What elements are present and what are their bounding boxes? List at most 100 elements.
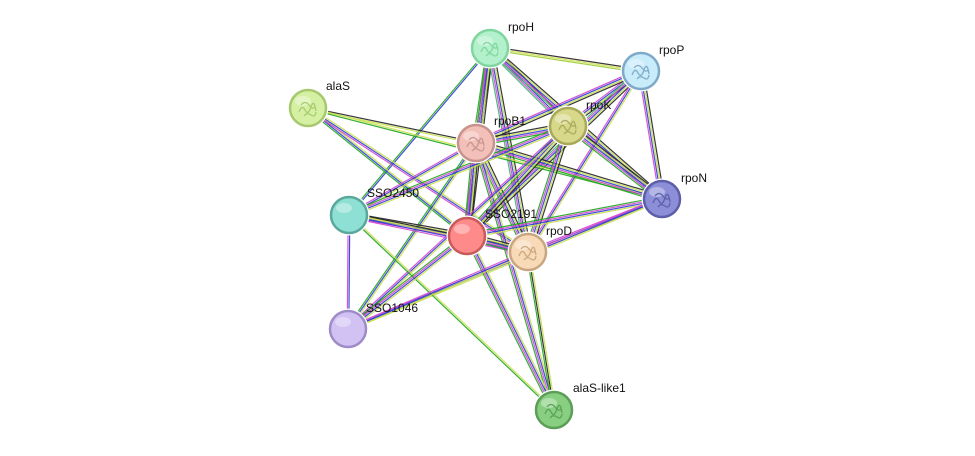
node-rpoD[interactable]: rpoD [507,224,573,273]
edge-strand [347,234,467,329]
edge-rpoP-rpoN[interactable] [638,70,665,200]
protein-structure-icon [652,192,671,208]
node-halo [446,215,488,257]
node-label: rpoK [586,98,611,112]
node-circle[interactable] [288,88,328,128]
protein-structure-icon [518,245,537,261]
edge-rpoK-rpoD[interactable] [524,124,572,254]
edge-strand [525,252,554,411]
node-gloss [335,317,351,327]
node-circle[interactable] [642,179,682,219]
edge-strand [347,141,476,215]
edge-strand [530,126,572,254]
edge-rpoD-alaS-like1[interactable] [525,251,557,411]
node-rpoK[interactable]: rpoK [547,98,612,147]
edge-strand [348,215,528,254]
edge-strand [474,143,554,411]
edge-rpoH-rpoP[interactable] [489,45,642,74]
node-halo [641,178,683,220]
node-halo [469,27,511,69]
node-SSO2191[interactable]: SSO2191 [446,207,538,257]
node-halo [547,105,589,147]
node-halo [327,308,369,350]
edge-strand [468,127,571,239]
edge-SSO2450-rpoD[interactable] [348,212,529,255]
edge-strand [349,237,469,332]
edge-strand [466,196,662,235]
node-halo [455,122,497,164]
edge-strand [348,142,477,216]
edge-strand [489,47,642,72]
edge-strand [468,234,557,410]
node-rpoH[interactable]: rpoH [469,20,535,69]
edge-SSO2191-alaS-like1[interactable] [464,234,557,412]
edge-strand [467,200,663,239]
edge-strand [641,70,664,199]
node-label: SSO1046 [366,301,418,315]
edge-strand [477,142,557,410]
edge-strand [524,124,566,252]
node-SSO2450[interactable]: SSO2450 [328,186,420,236]
node-label: rpoD [546,224,572,238]
node-rpoP[interactable]: rpoP [620,43,685,92]
edge-strand [467,126,570,238]
node-circle[interactable] [456,123,496,163]
node-label: rpoN [681,171,707,185]
edge-SSO2191-SSO1046[interactable] [346,233,469,332]
node-label: rpoH [508,20,534,34]
node-rpoN[interactable]: rpoN [641,171,708,220]
edge-strand [349,126,569,217]
edge-strand [348,143,478,331]
protein-structure-icon [544,403,563,419]
node-label: alaS-like1 [573,381,626,395]
edge-rpoB1-alaS-like1[interactable] [473,142,557,411]
node-circle[interactable] [548,106,588,146]
node-alaS[interactable]: alaS [287,79,351,129]
edge-strand [527,251,555,411]
node-alaS-like1[interactable]: alaS-like1 [533,381,627,431]
node-label: SSO2450 [367,186,419,200]
edge-strand [348,215,554,412]
protein-structure-icon [466,136,485,152]
edge-strand [306,108,467,238]
node-circle[interactable] [328,309,368,349]
edge-rpoB1-SSO2450[interactable] [347,141,478,217]
edge-strand [349,213,555,410]
edge-rpoK-SSO2450[interactable] [347,123,570,218]
edge-strand [349,127,570,218]
edge-strand [308,106,477,143]
node-circle[interactable] [447,216,487,256]
node-circle[interactable] [534,390,574,430]
edge-strand [466,197,662,236]
edge-strand [639,71,662,200]
protein-structure-icon [558,119,577,135]
edge-strand [348,252,529,332]
edge-strand [525,125,568,252]
node-rpoB1[interactable]: rpoB1 [455,114,527,164]
edge-strand [526,69,641,252]
node-circle[interactable] [621,51,661,91]
edge-strand [307,107,468,237]
edge-rpoD-SSO1046[interactable] [347,249,529,332]
edge-strand [476,140,663,199]
node-circle[interactable] [329,195,369,235]
protein-structure-icon [480,41,499,57]
edge-strand [489,48,641,74]
edge-strand [349,212,529,251]
edge-rpoN-SSO2191[interactable] [466,196,663,239]
edge-strand [348,216,528,255]
node-SSO1046[interactable]: SSO1046 [327,301,419,350]
node-circle[interactable] [470,28,510,68]
node-halo [287,87,329,129]
node-circle[interactable] [508,232,548,272]
edge-strand [465,236,554,411]
edge-strand [474,145,662,203]
edge-strand [347,249,528,329]
edge-strand [347,251,529,330]
edge-SSO2450-alaS-like1[interactable] [348,213,555,412]
edge-strand [467,199,663,238]
edge-strand [527,125,569,253]
edge-strand [347,47,490,215]
protein-structure-icon [631,64,650,80]
